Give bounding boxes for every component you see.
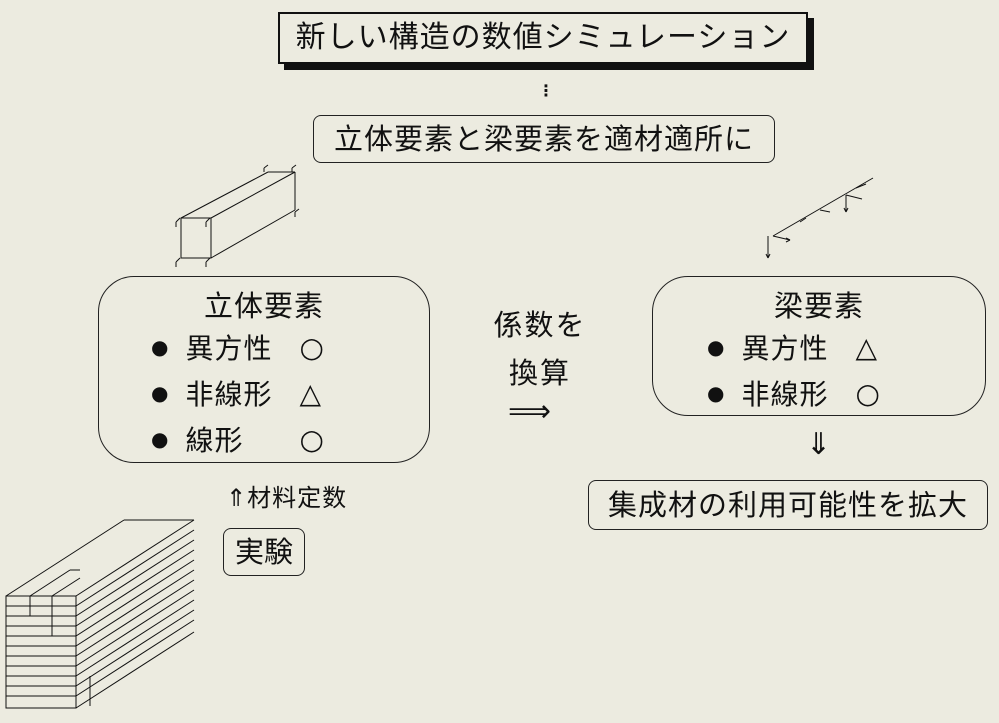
list-item-label: 異方性	[741, 332, 829, 365]
beam-element-model-icon	[765, 177, 874, 259]
solid-element-model-icon	[175, 164, 300, 267]
material-constants-label: ⇑材料定数	[226, 484, 348, 512]
list-item-label: 非線形	[185, 378, 273, 411]
coefficient-label-line1: 係数を	[493, 308, 587, 342]
triangle-mark-icon: △	[855, 330, 878, 364]
laminated-timber-icon	[5, 519, 195, 709]
double-right-arrow-icon: ⟹	[508, 394, 552, 429]
list-item-label: 非線形	[741, 378, 829, 411]
coefficient-label-line2: 換算	[508, 356, 571, 390]
vertical-ellipsis: ⋮	[538, 81, 554, 100]
list-item: ● 異方性 △	[707, 327, 878, 367]
bullet-icon: ●	[151, 381, 170, 405]
circle-mark-icon: ○	[299, 330, 325, 364]
experiment-box: 実験	[223, 528, 305, 576]
list-item: ● 非線形 ○	[707, 373, 881, 413]
beam-element-box: 梁要素 ● 異方性 △ ● 非線形 ○	[652, 276, 986, 416]
triangle-mark-icon: △	[299, 376, 322, 410]
result-box: 集成材の利用可能性を拡大	[588, 480, 988, 530]
beam-element-title: 梁要素	[773, 289, 864, 323]
diagram-title: 新しい構造の数値シミュレーション	[278, 12, 808, 64]
list-item: ● 線形 ○	[151, 419, 325, 459]
list-item-label: 異方性	[185, 332, 273, 365]
bullet-icon: ●	[151, 427, 170, 451]
bullet-icon: ●	[707, 335, 726, 359]
solid-element-title: 立体要素	[203, 289, 324, 323]
bullet-icon: ●	[707, 381, 726, 405]
solid-element-box: 立体要素 ● 異方性 ○ ● 非線形 △ ● 線形 ○	[98, 276, 430, 463]
circle-mark-icon: ○	[855, 376, 881, 410]
list-item: ● 異方性 ○	[151, 327, 325, 367]
circle-mark-icon: ○	[299, 422, 325, 456]
list-item: ● 非線形 △	[151, 373, 322, 413]
bullet-icon: ●	[151, 335, 170, 359]
double-down-arrow-icon: ⇓	[806, 427, 832, 462]
list-item-label: 線形	[185, 424, 244, 457]
subtitle-box: 立体要素と梁要素を適材適所に	[313, 115, 775, 163]
